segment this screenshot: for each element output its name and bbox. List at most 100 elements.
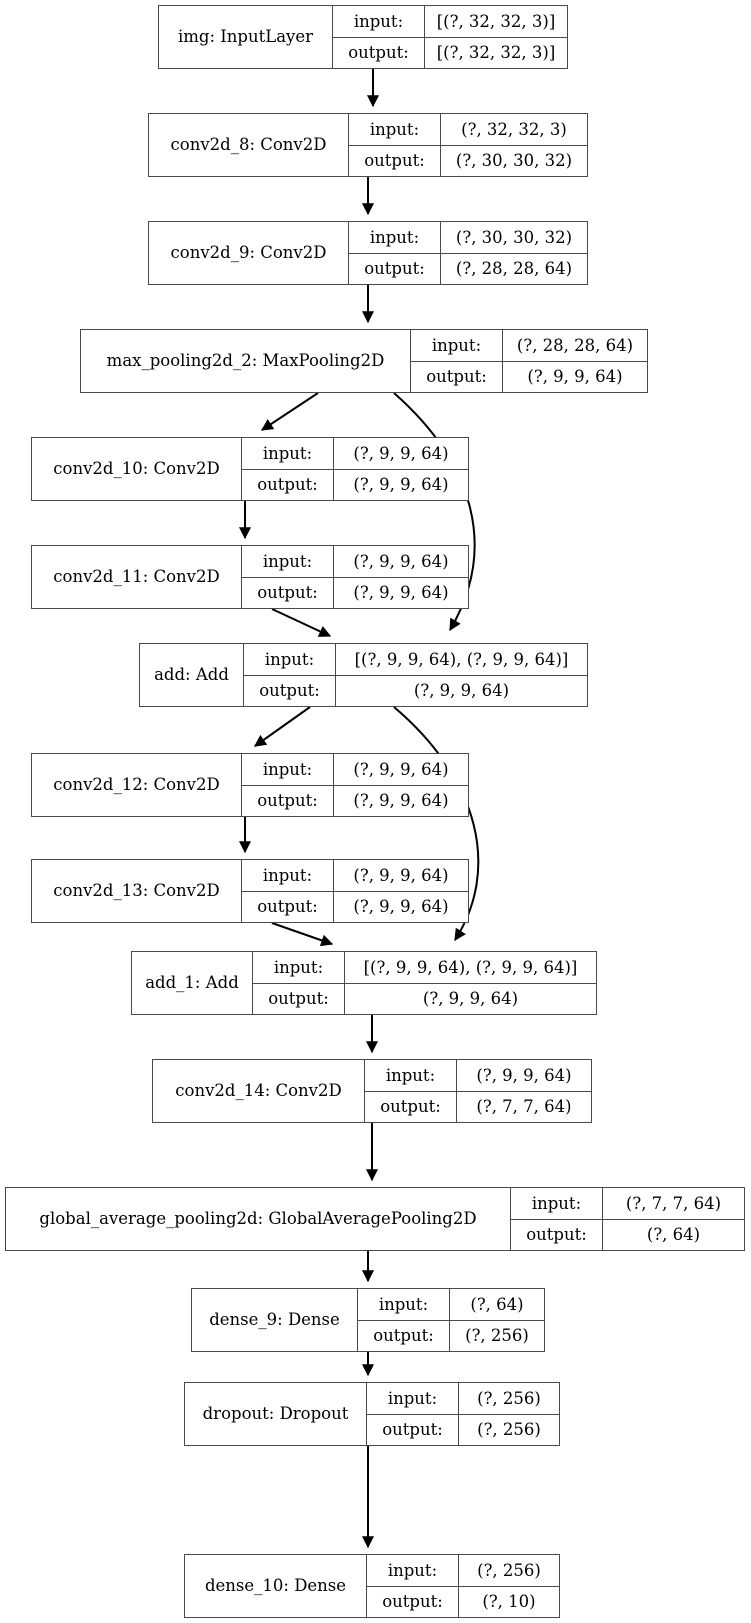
node-conv2d_11[interactable]: conv2d_11: Conv2D input: (?, 9, 9, 64) o… [31,545,469,609]
edge-conv2d_13-to-add_1 [271,922,334,947]
io-table-add_1: input: [(?, 9, 9, 64), (?, 9, 9, 64)] ou… [253,952,596,1014]
node-max_pooling2d_2[interactable]: max_pooling2d_2: MaxPooling2D input: (?,… [80,329,648,393]
edge-conv2d_11-to-add [271,608,332,637]
io-row-input-conv2d_13: input: (?, 9, 9, 64) [242,860,468,892]
io-table-conv2d_14: input: (?, 9, 9, 64) output: (?, 7, 7, 6… [365,1060,591,1122]
io-label-input-conv2d_12: input: [242,754,334,785]
io-label-output-add: output: [244,675,336,706]
io-row-output-global_average_pooling2d: output: (?, 64) [511,1219,744,1250]
io-table-dropout: input: (?, 256) output: (?, 256) [367,1383,559,1445]
edge-add-to-conv2d_12 [254,706,311,747]
io-row-output-conv2d_11: output: (?, 9, 9, 64) [242,577,468,608]
io-row-output-add_1: output: (?, 9, 9, 64) [253,983,596,1014]
io-value-input-conv2d_8: (?, 32, 32, 3) [461,119,567,139]
io-value-output-conv2d_9: (?, 28, 28, 64) [455,259,573,279]
io-row-output-conv2d_14: output: (?, 7, 7, 64) [365,1091,591,1122]
node-name-add_1: add_1: Add [132,952,253,1014]
io-value-output-dense_9: (?, 256) [465,1326,529,1346]
io-table-conv2d_8: input: (?, 32, 32, 3) output: (?, 30, 30… [349,114,587,176]
io-row-output-max_pooling2d_2: output: (?, 9, 9, 64) [411,361,647,392]
io-label-output-max_pooling2d_2: output: [411,361,503,392]
io-table-conv2d_11: input: (?, 9, 9, 64) output: (?, 9, 9, 6… [242,546,468,608]
io-label-input-dense_9: input: [358,1289,450,1320]
io-row-input-conv2d_9: input: (?, 30, 30, 32) [349,222,587,254]
io-value-input-conv2d_13: (?, 9, 9, 64) [353,865,449,885]
io-row-input-max_pooling2d_2: input: (?, 28, 28, 64) [411,330,647,362]
io-row-input-conv2d_12: input: (?, 9, 9, 64) [242,754,468,786]
node-name-img: img: InputLayer [159,6,333,68]
node-conv2d_14[interactable]: conv2d_14: Conv2D input: (?, 9, 9, 64) o… [152,1059,592,1123]
node-global_average_pooling2d[interactable]: global_average_pooling2d: GlobalAverageP… [5,1187,745,1251]
io-table-img: input: [(?, 32, 32, 3)] output: [(?, 32,… [333,6,567,68]
io-label-output-img: output: [333,37,425,68]
io-row-output-conv2d_13: output: (?, 9, 9, 64) [242,891,468,922]
io-label-input-conv2d_9: input: [349,222,441,253]
node-conv2d_10[interactable]: conv2d_10: Conv2D input: (?, 9, 9, 64) o… [31,437,469,501]
io-table-conv2d_12: input: (?, 9, 9, 64) output: (?, 9, 9, 6… [242,754,468,816]
io-row-output-conv2d_9: output: (?, 28, 28, 64) [349,253,587,284]
node-name-dense_9: dense_9: Dense [192,1289,358,1351]
io-label-input-add: input: [244,644,336,675]
node-name-conv2d_8: conv2d_8: Conv2D [149,114,349,176]
node-add[interactable]: add: Add input: [(?, 9, 9, 64), (?, 9, 9… [139,643,588,707]
node-dense_10[interactable]: dense_10: Dense input: (?, 256) output: … [184,1554,560,1618]
node-img[interactable]: img: InputLayer input: [(?, 32, 32, 3)] … [158,5,568,69]
io-value-output-conv2d_14: (?, 7, 7, 64) [476,1097,572,1117]
io-value-input-dense_10: (?, 256) [477,1560,541,1580]
node-name-conv2d_10: conv2d_10: Conv2D [32,438,242,500]
node-name-global_average_pooling2d: global_average_pooling2d: GlobalAverageP… [6,1188,511,1250]
node-conv2d_8[interactable]: conv2d_8: Conv2D input: (?, 32, 32, 3) o… [148,113,588,177]
io-value-output-dropout: (?, 256) [477,1420,541,1440]
node-dropout[interactable]: dropout: Dropout input: (?, 256) output:… [184,1382,560,1446]
node-conv2d_9[interactable]: conv2d_9: Conv2D input: (?, 30, 30, 32) … [148,221,588,285]
io-value-output-img: [(?, 32, 32, 3)] [436,43,556,63]
io-label-output-dense_10: output: [367,1586,459,1617]
io-table-conv2d_10: input: (?, 9, 9, 64) output: (?, 9, 9, 6… [242,438,468,500]
io-value-input-img: [(?, 32, 32, 3)] [436,11,556,31]
io-value-input-global_average_pooling2d: (?, 7, 7, 64) [625,1193,722,1213]
io-row-output-conv2d_8: output: (?, 30, 30, 32) [349,145,587,176]
node-name-conv2d_12: conv2d_12: Conv2D [32,754,242,816]
node-name-dropout: dropout: Dropout [185,1383,367,1445]
io-row-output-dense_9: output: (?, 256) [358,1320,544,1351]
io-table-add: input: [(?, 9, 9, 64), (?, 9, 9, 64)] ou… [244,644,587,706]
io-table-conv2d_9: input: (?, 30, 30, 32) output: (?, 28, 2… [349,222,587,284]
io-label-output-conv2d_13: output: [242,891,334,922]
io-value-input-add: [(?, 9, 9, 64), (?, 9, 9, 64)] [354,649,569,669]
io-table-conv2d_13: input: (?, 9, 9, 64) output: (?, 9, 9, 6… [242,860,468,922]
node-conv2d_13[interactable]: conv2d_13: Conv2D input: (?, 9, 9, 64) o… [31,859,469,923]
io-label-output-dropout: output: [367,1414,459,1445]
node-name-dense_10: dense_10: Dense [185,1555,367,1617]
io-label-input-conv2d_13: input: [242,860,334,891]
node-conv2d_12[interactable]: conv2d_12: Conv2D input: (?, 9, 9, 64) o… [31,753,469,817]
io-value-output-conv2d_13: (?, 9, 9, 64) [353,897,449,917]
io-value-input-dense_9: (?, 64) [470,1294,524,1314]
io-row-input-conv2d_11: input: (?, 9, 9, 64) [242,546,468,578]
io-label-output-conv2d_14: output: [365,1091,457,1122]
io-label-output-conv2d_11: output: [242,577,334,608]
io-row-input-dense_10: input: (?, 256) [367,1555,559,1587]
io-row-output-conv2d_10: output: (?, 9, 9, 64) [242,469,468,500]
node-dense_9[interactable]: dense_9: Dense input: (?, 64) output: (?… [191,1288,545,1352]
io-row-output-conv2d_12: output: (?, 9, 9, 64) [242,785,468,816]
io-value-output-global_average_pooling2d: (?, 64) [646,1225,701,1245]
io-value-output-add: (?, 9, 9, 64) [413,681,510,701]
io-row-output-dense_10: output: (?, 10) [367,1586,559,1617]
io-label-input-global_average_pooling2d: input: [511,1188,603,1219]
io-value-input-conv2d_9: (?, 30, 30, 32) [455,227,573,247]
io-value-output-conv2d_12: (?, 9, 9, 64) [353,791,449,811]
io-value-output-add_1: (?, 9, 9, 64) [422,989,519,1009]
node-name-conv2d_14: conv2d_14: Conv2D [153,1060,365,1122]
io-value-input-max_pooling2d_2: (?, 28, 28, 64) [516,335,634,355]
io-row-output-img: output: [(?, 32, 32, 3)] [333,37,567,68]
io-label-output-conv2d_8: output: [349,145,441,176]
io-value-input-conv2d_14: (?, 9, 9, 64) [476,1065,572,1085]
io-value-input-dropout: (?, 256) [477,1388,541,1408]
io-row-input-global_average_pooling2d: input: (?, 7, 7, 64) [511,1188,744,1220]
edge-max_pooling2d_2-to-conv2d_10 [260,392,319,431]
node-add_1[interactable]: add_1: Add input: [(?, 9, 9, 64), (?, 9,… [131,951,597,1015]
io-label-input-dense_10: input: [367,1555,459,1586]
io-label-output-global_average_pooling2d: output: [511,1219,603,1250]
io-label-output-add_1: output: [253,983,345,1014]
